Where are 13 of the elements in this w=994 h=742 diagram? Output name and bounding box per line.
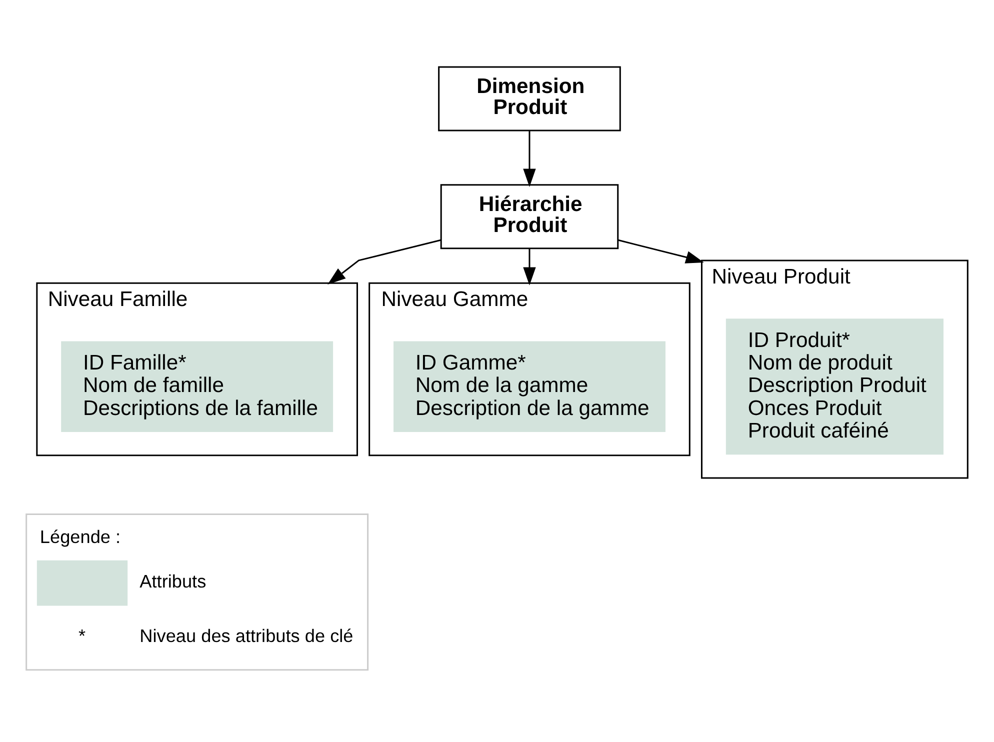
- node-box: Hiérarchie Produit: [440, 184, 619, 249]
- legend-label: Niveau des attributs de clé: [140, 626, 354, 646]
- label: *: [78, 626, 86, 646]
- legend-label: Attributs: [140, 571, 206, 592]
- node-box: ID Famille* Nom de famille Descriptions de la famille: [61, 340, 334, 432]
- node-box: ID Produit* Nom de produit Description Produit Onces Produit Produit caféiné: [726, 318, 944, 454]
- arrow: [328, 238, 441, 284]
- arrow: [523, 130, 536, 186]
- node-box: ID Gamme* Nom de la gamme Description de la gamme: [394, 340, 666, 432]
- arrow: [618, 238, 704, 263]
- node-box: Dimension Produit: [438, 66, 621, 131]
- label: Légende :: [40, 526, 121, 547]
- arrow: [523, 248, 536, 285]
